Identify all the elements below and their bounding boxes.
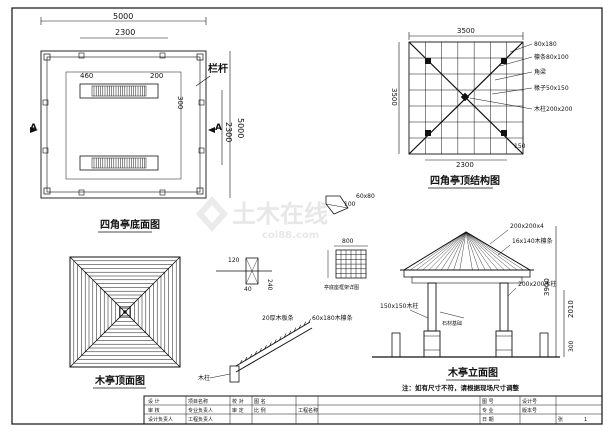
- joint-detail: 120 40 240: [216, 257, 273, 293]
- elev-dim-post: 2010: [567, 300, 575, 318]
- roof-callout-2: 角梁: [534, 68, 546, 76]
- rafter-label-boards: 20厚木板条: [262, 314, 294, 322]
- watermark-main: 土木在线: [232, 200, 328, 228]
- tb-cell-3: 图 名: [254, 398, 266, 405]
- roof-callout-0: 80x180: [534, 41, 557, 48]
- tb-small-4: 工程负责人: [188, 416, 213, 423]
- plan-dim-total: 5000: [113, 12, 133, 21]
- watermark: 土木在线 coi88.com: [196, 196, 328, 241]
- elev-callout-1: 16x140木檩条: [512, 237, 553, 245]
- elev-callout-3: 150x150木柱: [380, 302, 418, 310]
- elev-dim-total: 3900: [543, 278, 551, 296]
- rafter-label-purlin: 60x180木檩条: [312, 314, 353, 322]
- tb-cell-10: 版本号: [522, 407, 537, 414]
- roof-dim-bottom: 2300: [456, 161, 474, 169]
- roof-top-title: 木亭顶面图: [94, 374, 145, 387]
- tb-cell-1: 审 核: [148, 407, 160, 414]
- title-block: 设 计 审 核 项目名称 图 名 比 例 工程名称 图 号 专 业 日 期 设计…: [143, 395, 603, 425]
- lattice-dim: 800: [342, 238, 354, 245]
- plan-seat-bottom: [79, 155, 159, 171]
- plan-dim-side: 5000: [236, 118, 245, 138]
- tb-cell-6: 图 号: [482, 399, 494, 405]
- tb-cell-2: 项目名称: [188, 398, 208, 405]
- roof-shingles: [403, 231, 531, 271]
- plan-dim-right-seat: 200: [150, 72, 163, 80]
- tb-cell-5: 工程名称: [298, 407, 318, 414]
- roof-structure-view: 3500 3500 2300 150 80x180 檩条80x100 角梁 椽子…: [390, 27, 573, 189]
- lattice-detail: 800 亭底座框架详图: [324, 238, 368, 291]
- roof-dim-left: 3500: [390, 88, 398, 106]
- plan-dim-side-inner: 2300: [224, 122, 233, 142]
- tb-small-0: 设计负责人: [148, 416, 173, 423]
- roof-callouts: 80x180 檩条80x100 角梁 椽子50x150 木柱200x200: [469, 41, 573, 113]
- tb-cell-11: 张: [558, 416, 563, 423]
- plan-title: 四角亭底面图: [100, 218, 160, 231]
- elev-callout-base: 石材基础: [442, 320, 462, 327]
- elev-dim-base: 300: [568, 340, 575, 352]
- tb-cell-0: 设 计: [148, 398, 160, 405]
- roof-top-view: 木亭顶面图: [69, 256, 181, 389]
- bracket-detail: 60x80 100: [325, 193, 375, 215]
- roof-dim-top: 3500: [457, 27, 475, 35]
- plan-railing-label: 栏杆: [208, 62, 228, 75]
- watermark-sub: coi88.com: [262, 230, 319, 241]
- rafter-label-post: 木柱: [198, 374, 210, 382]
- plan-dim-seat-depth: 300: [176, 96, 184, 109]
- elevation-posts: [391, 282, 549, 358]
- lattice-label: 亭底座框架详图: [324, 284, 359, 291]
- joint-dim-240: 240: [266, 279, 273, 291]
- plan-dim-inner: 2300: [115, 28, 135, 37]
- general-note: 注：如有尺寸不符，请根据现场尺寸调整: [402, 383, 520, 392]
- tb-cell-8: 日 期: [482, 417, 494, 423]
- roof-callout-1: 檩条80x100: [534, 53, 569, 61]
- plan-view: 5000 2300: [30, 12, 245, 233]
- roof-structure-title: 四角亭顶结构图: [430, 174, 500, 187]
- bracket-dim-0: 60x80: [356, 193, 375, 200]
- plan-seat-top: [79, 83, 159, 99]
- tb-small-5: 1: [584, 417, 587, 423]
- tb-small-2: 校 对: [232, 398, 244, 405]
- elevation-title: 木亭立面图: [447, 366, 498, 379]
- plan-section-mark-left: A: [30, 123, 37, 133]
- rafter-detail: 20厚木板条 60x180木檩条 木柱: [198, 314, 353, 383]
- plan-dim-left-seat: 460: [80, 72, 93, 80]
- joint-dim-120: 120: [228, 257, 240, 264]
- joint-dim-40: 40: [244, 286, 252, 293]
- elev-callout-2: 200x200木柱: [518, 280, 556, 288]
- roof-dim-small: 150: [514, 143, 526, 150]
- tb-small-1: 专业负责人: [188, 407, 213, 414]
- bracket-dim-1: 100: [344, 201, 356, 208]
- plan-posts: [42, 52, 205, 196]
- roof-callout-4: 木柱200x200: [534, 105, 573, 113]
- elev-callout-0: 200x200x4: [510, 223, 544, 230]
- watermark-logo-icon: [196, 196, 228, 232]
- elevation-view: 石材基础 200x200x4 16x140木檩条 200x200木柱 150x1…: [372, 223, 575, 381]
- tb-cell-7: 专 业: [482, 407, 494, 414]
- tb-cell-4: 比 例: [254, 407, 266, 414]
- tb-small-3: 审 定: [232, 407, 244, 414]
- roof-callout-3: 椽子50x150: [534, 84, 569, 92]
- tb-cell-9: 设计号: [522, 398, 537, 405]
- plan-section-mark-right: A: [215, 123, 222, 133]
